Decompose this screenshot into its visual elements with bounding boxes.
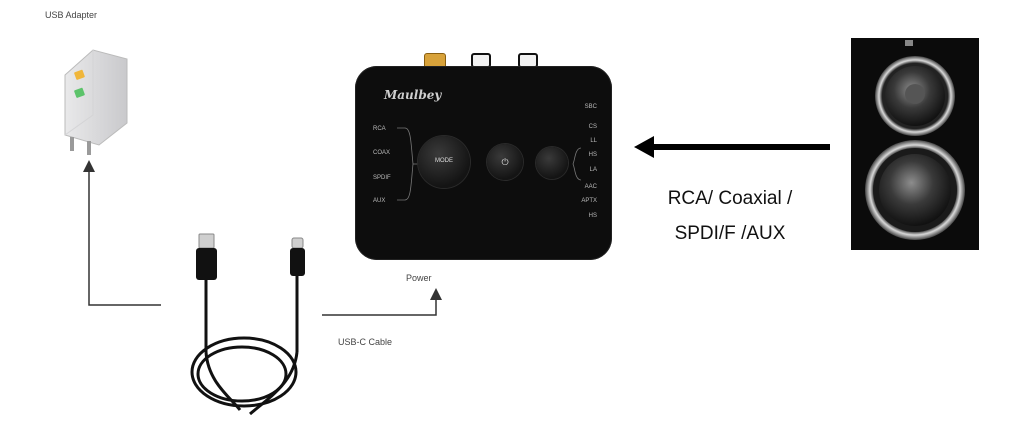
mode-button[interactable]: MODE [418, 136, 470, 188]
left-menu-item: COAX [373, 150, 391, 156]
right-menu-item: CS [588, 124, 597, 130]
source-label-line2: SPDI/F /AUX [674, 223, 786, 244]
left-menu-item: SPDIF [373, 175, 391, 181]
brand-logo: Maulbey [384, 88, 442, 102]
usb-adapter-icon [55, 45, 130, 155]
right-menu-item: SBC [584, 104, 597, 110]
right-menu-item: HS [588, 152, 597, 158]
bluetooth-device: Maulbey RCA COAX SPDIF AUX MODE ⏻ SBC CS… [355, 66, 612, 260]
right-menu-item: HS [588, 213, 597, 219]
right-bracket [572, 147, 582, 181]
speaker-icon [845, 38, 985, 250]
source-label-line1: RCA/ Coaxial / [667, 188, 793, 209]
usb-c-cable-label: USB-C Cable [338, 337, 393, 347]
usb-adapter-label: USB Adapter [45, 10, 98, 20]
power-button[interactable]: ⏻ [487, 144, 523, 180]
usb-c-cable-icon [180, 232, 320, 422]
right-menu-item: LA [589, 167, 597, 173]
left-arrow-icon [634, 136, 830, 158]
power-label: Power [406, 273, 432, 283]
left-menu-item: AUX [373, 198, 386, 204]
right-menu-item: AAC [584, 184, 597, 190]
power-icon: ⏻ [501, 157, 509, 167]
left-menu-item: RCA [373, 126, 386, 132]
pair-button[interactable] [536, 147, 568, 179]
right-menu-item: LL [590, 138, 597, 144]
mode-button-label: MODE [435, 158, 453, 164]
right-menu-item: APTX [581, 198, 597, 204]
